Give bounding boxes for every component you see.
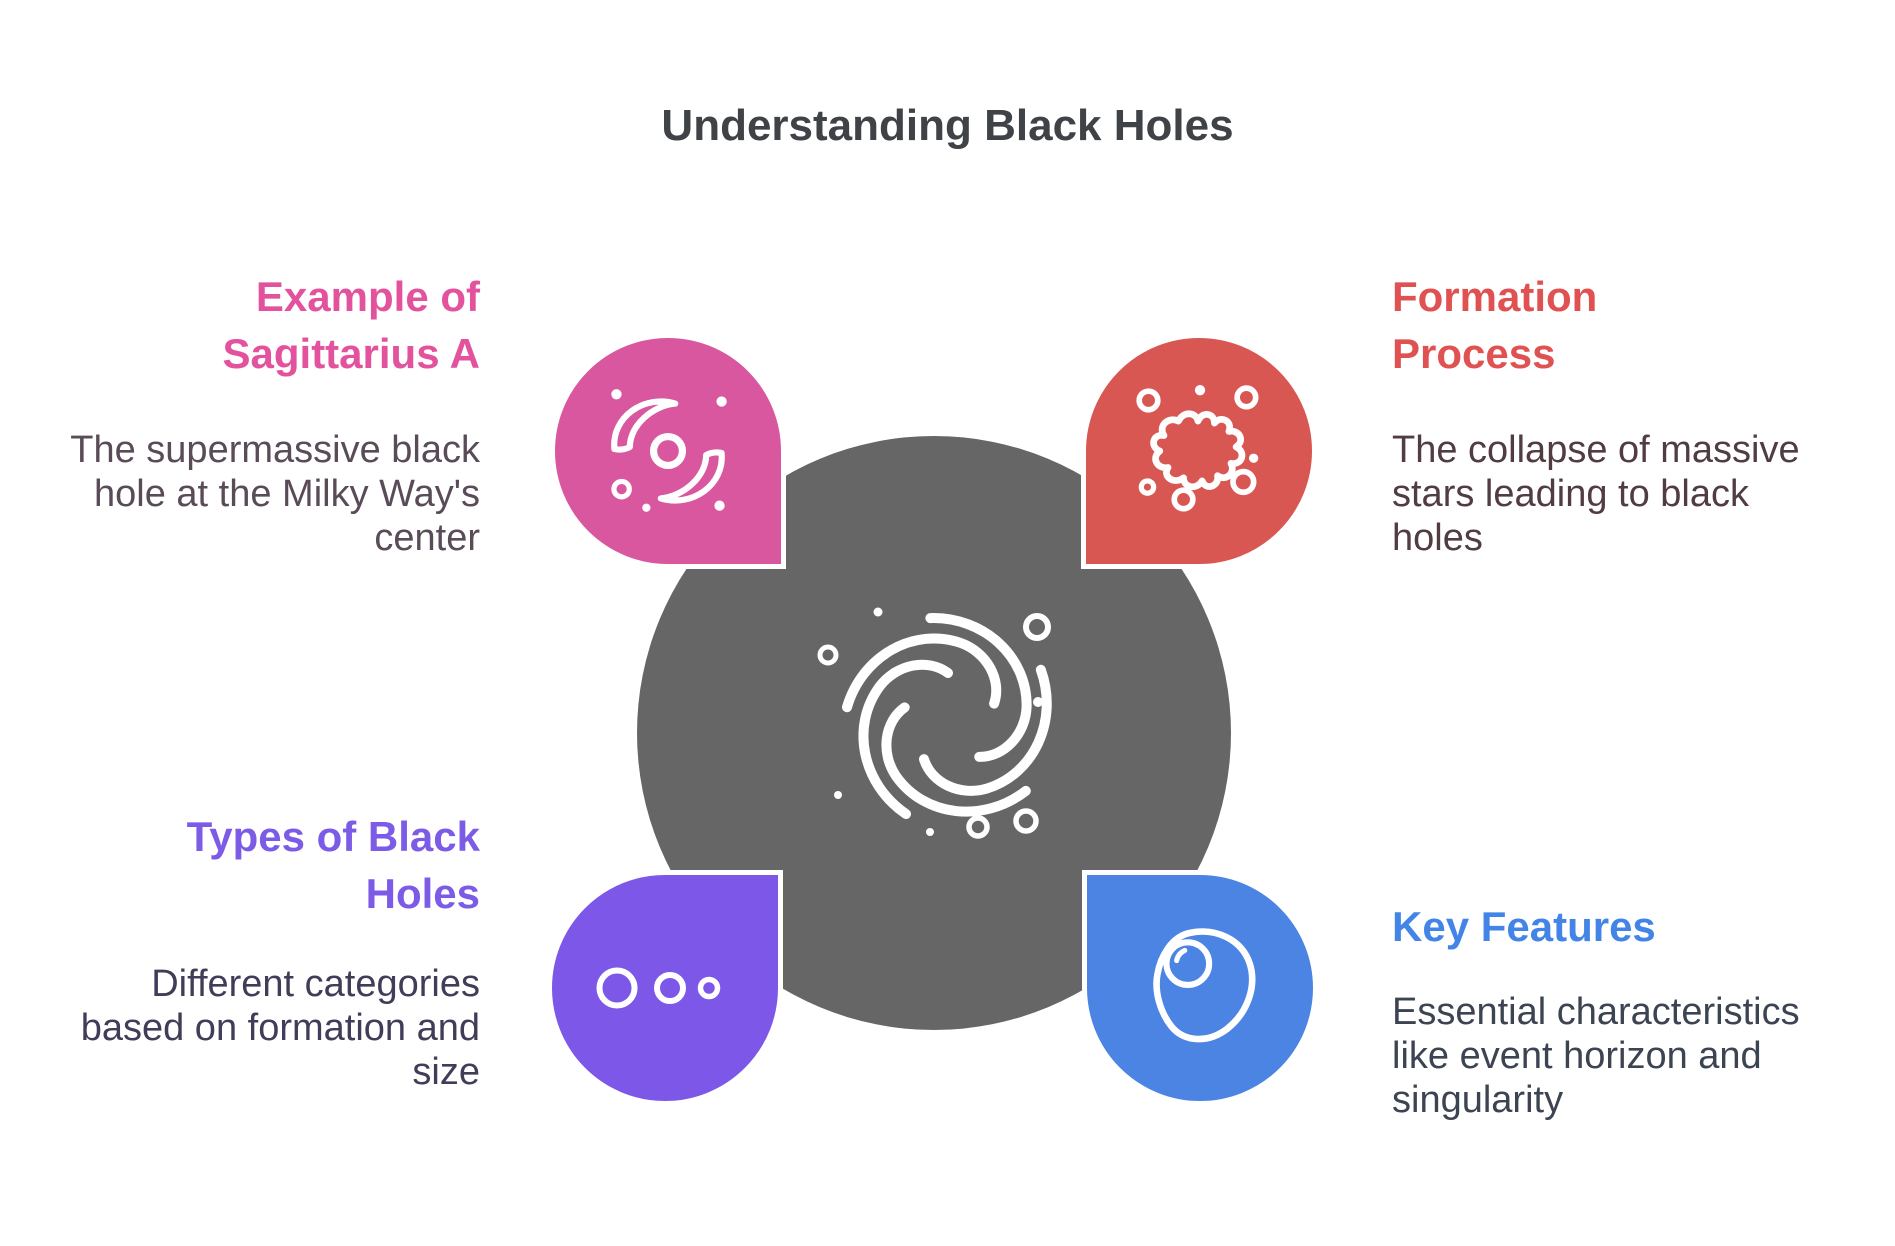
black-hole-vortex-icon [817,607,1052,839]
section-heading-types: Types of Black Holes [186,813,480,917]
petal-features [1082,870,1318,1106]
event-horizon-icon [1153,928,1256,1043]
section-body-sagittarius: The supermassive black hole at the Milky… [70,429,480,559]
page-title: Understanding Black Holes [661,101,1234,150]
star-splat-icon [1136,385,1259,512]
petal-formation [1081,333,1317,569]
section-body-types: Different categories based on formation … [80,963,480,1093]
section-heading-features: Key Features [1392,903,1656,950]
galaxy-icon [611,389,727,512]
petal-sagittarius [550,333,786,569]
section-heading-formation: Formation Process [1392,273,1598,377]
section-body-features: Essential characteristics like event hor… [1392,991,1800,1121]
petal-types [547,870,783,1106]
section-heading-sagittarius: Example of Sagittarius A [222,273,481,377]
three-sizes-circles-icon [596,967,721,1009]
section-body-formation: The collapse of massive stars leading to… [1392,429,1800,559]
